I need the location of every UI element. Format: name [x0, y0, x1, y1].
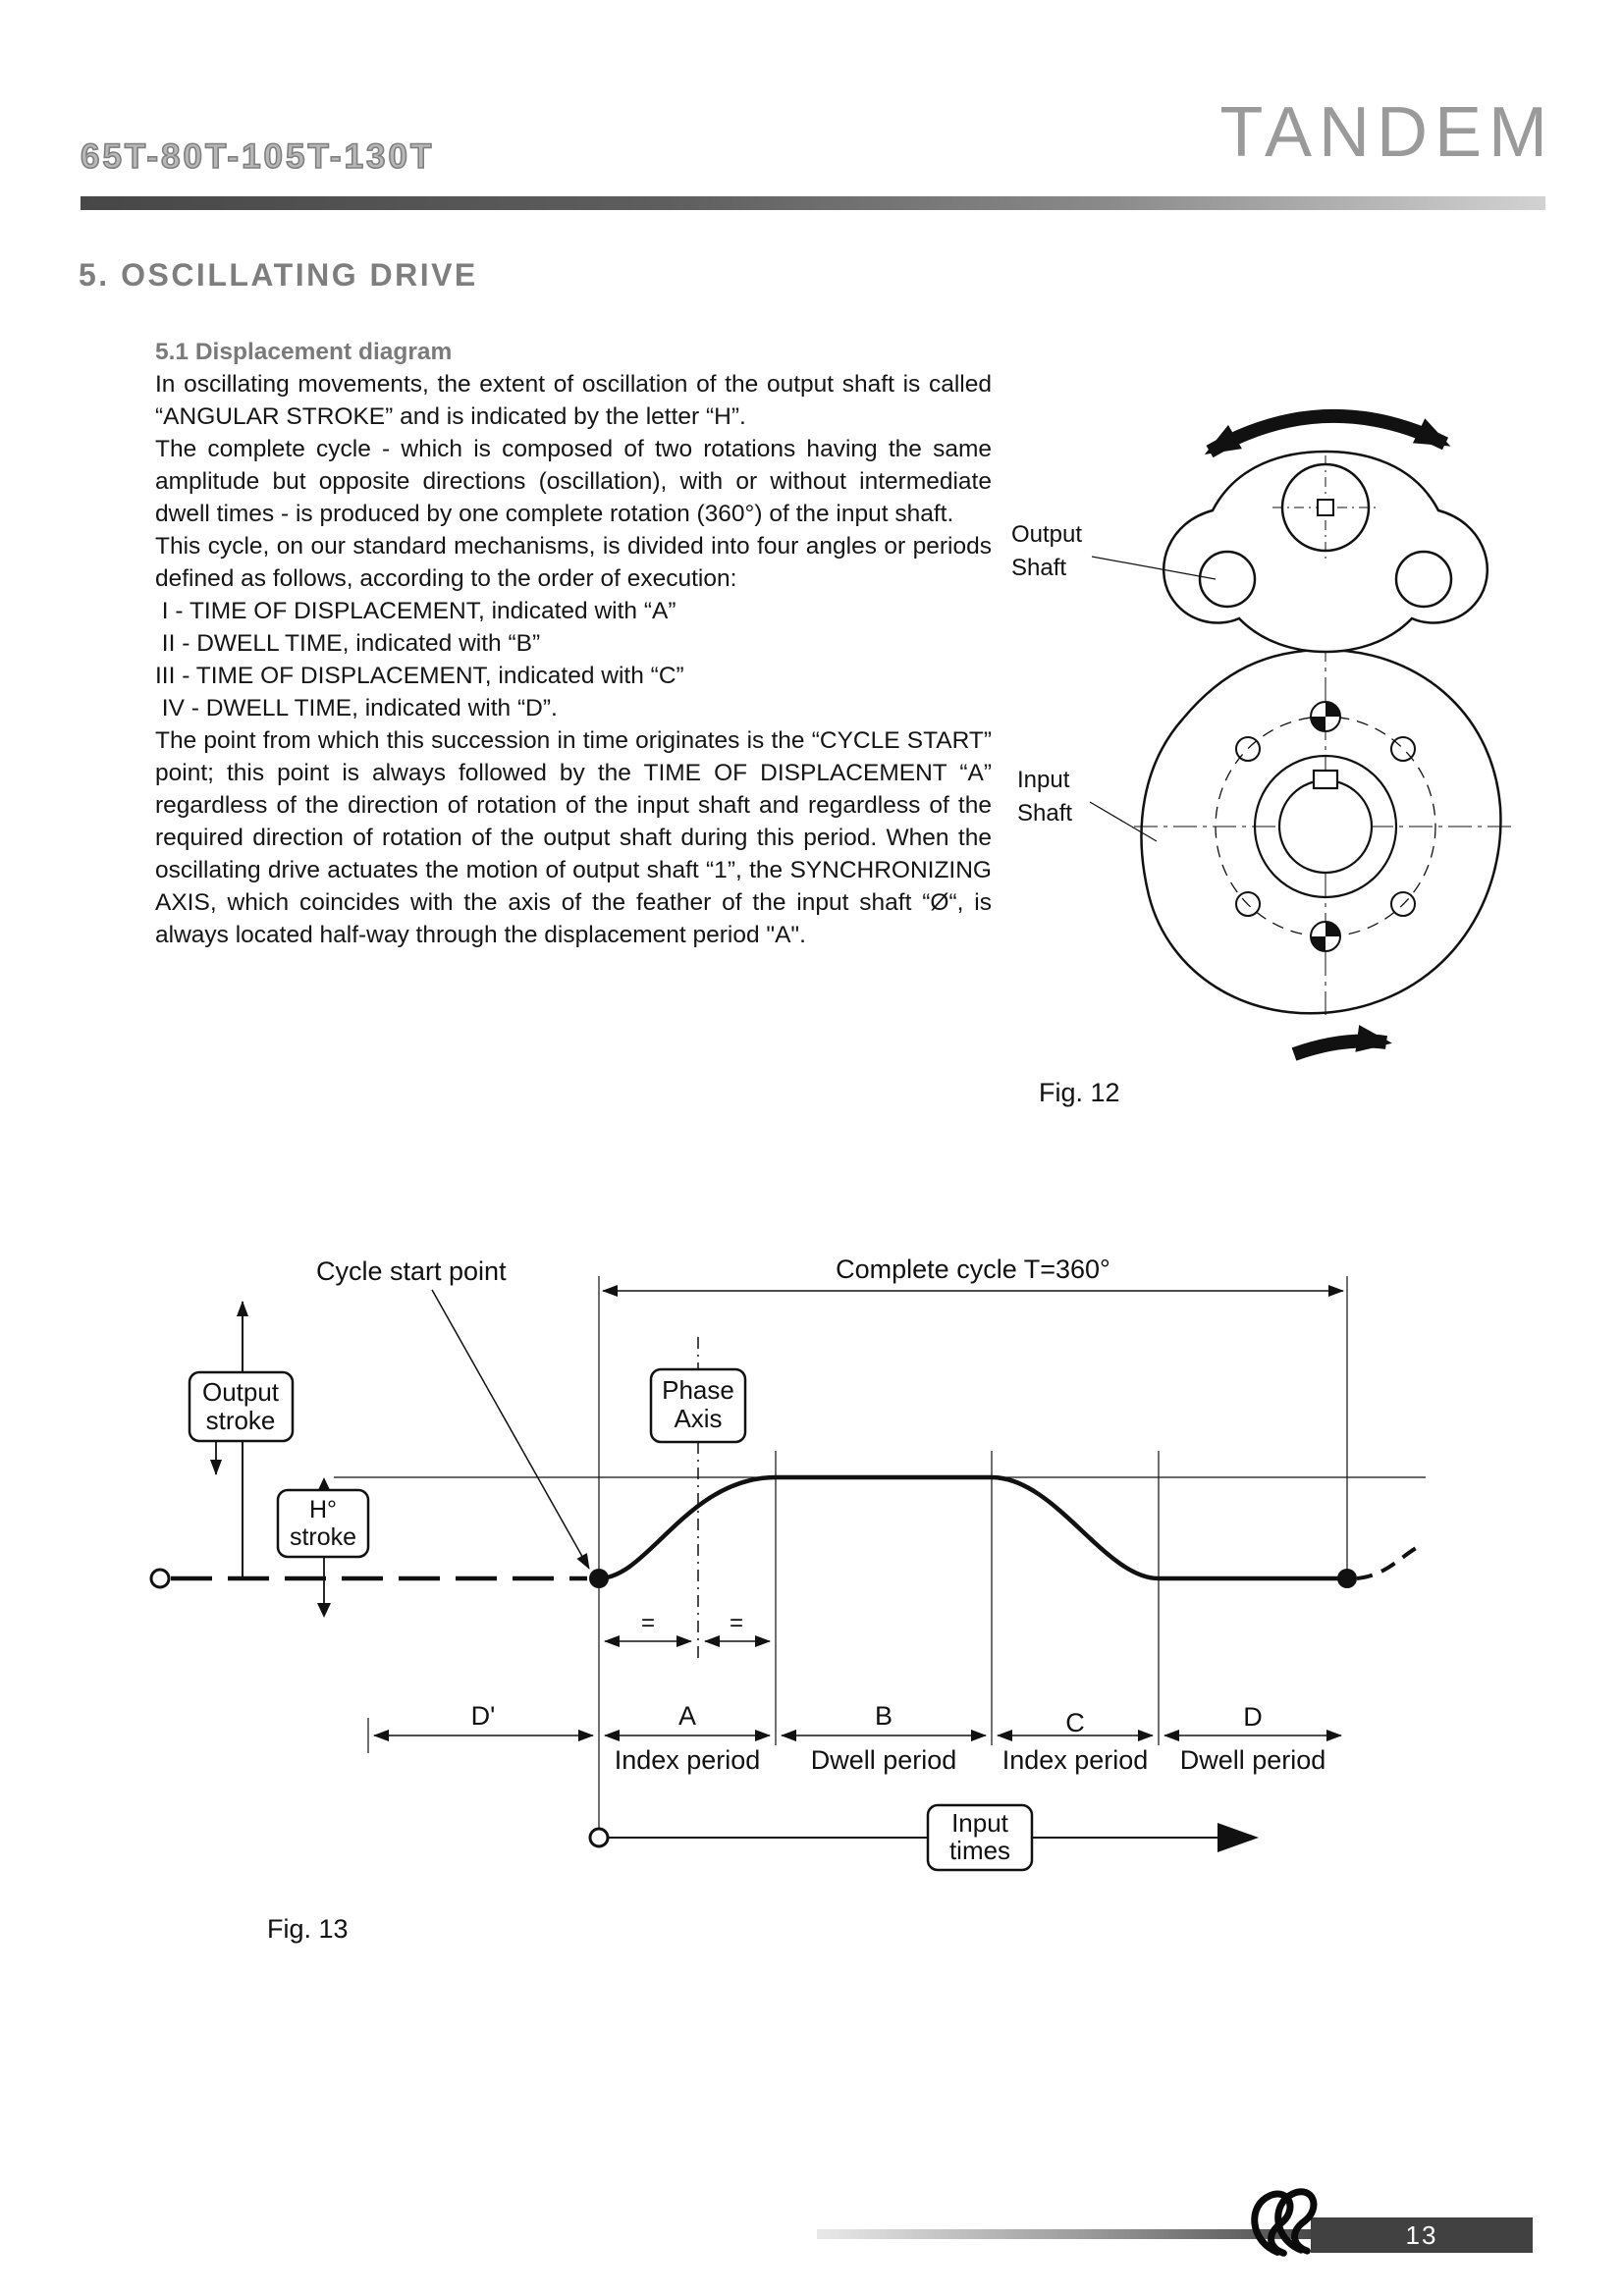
input-times-label-line2: times: [949, 1836, 1010, 1865]
equal-sign-right: =: [730, 1610, 743, 1636]
paragraph-4: The point from which this succession in …: [155, 727, 992, 948]
brand-logo-text: TANDEM: [1219, 93, 1554, 172]
page-number-badge: 13: [1311, 2217, 1533, 2253]
h-stroke-box: [276, 1488, 370, 1559]
input-rotation-arrow-icon: [1291, 1025, 1392, 1061]
phase-axis-box: [649, 1367, 747, 1444]
output-shaft-leader-line: [1091, 556, 1217, 580]
fig12-caption: Fig. 12: [1039, 1078, 1120, 1107]
page-number: 13: [1405, 2219, 1438, 2250]
list-item-1: I - TIME OF DISPLACEMENT, indicated with…: [155, 598, 676, 624]
list-item-3: III - TIME OF DISPLACEMENT, indicated wi…: [155, 663, 684, 689]
baseline-origin-circle: [149, 1568, 171, 1589]
phase-axis-label-line1: Phase: [662, 1375, 734, 1405]
period-letter-d: D: [1243, 1702, 1263, 1732]
period-sub-a: Index period: [615, 1745, 761, 1775]
next-cycle-dashed-curve: [1356, 1545, 1419, 1580]
equal-sign-left: =: [641, 1610, 655, 1636]
input-times-arrowhead: [1217, 1823, 1259, 1852]
output-shaft-label: Output Shaft: [1011, 518, 1082, 585]
period-sub-d: Dwell period: [1180, 1745, 1326, 1775]
period-letter-a: A: [678, 1701, 696, 1731]
body-text-column: 5.1 Displacement diagram In oscillating …: [155, 336, 992, 951]
footer-gradient-bar: [817, 2229, 1311, 2239]
subsection-title: 5.1 Displacement diagram: [155, 339, 453, 365]
input-shaft-label: Input Shaft: [1017, 764, 1072, 830]
period-letter-c: C: [1065, 1708, 1085, 1737]
output-stroke-label-line2: stroke: [206, 1406, 276, 1435]
output-shaft-label-line1: Output: [1011, 521, 1083, 548]
fig13-caption: Fig. 13: [267, 1914, 349, 1944]
input-axis-origin-circle: [588, 1827, 610, 1848]
output-shaft-label-line2: Shaft: [1011, 555, 1067, 581]
phase-axis-label-line2: Axis: [674, 1404, 722, 1433]
period-sub-c: Index period: [1002, 1745, 1149, 1775]
h-stroke-arrowhead-down: [317, 1603, 331, 1618]
cycle-start-leader-line: [431, 1289, 590, 1570]
model-range-title: 65T-80T-105T-130T: [80, 136, 435, 177]
cycle-end-point: [1337, 1569, 1357, 1588]
input-shaft-label-line2: Shaft: [1017, 800, 1073, 827]
output-lever-drawing: [1162, 450, 1489, 654]
output-stroke-box: [188, 1370, 295, 1443]
h-stroke-label-line1: H°: [309, 1496, 337, 1523]
oscillation-arrow-icon: [1204, 408, 1451, 458]
input-cam-drawing: [1134, 638, 1517, 1021]
period-letter-dprime: D': [471, 1701, 496, 1731]
period-sub-b: Dwell period: [811, 1745, 957, 1775]
brand-mark-logo: [1251, 2188, 1318, 2257]
paragraph-2: The complete cycle - which is composed o…: [155, 436, 992, 527]
datum-symbol-bottom: [1310, 921, 1341, 952]
datum-symbol-top: [1310, 701, 1341, 732]
fig12-drive-drawing: [1089, 408, 1517, 1061]
header-rule: [81, 196, 1545, 210]
paragraph-1: In oscillating movements, the extent of …: [155, 371, 992, 430]
fig13-displacement-diagram: Cycle start point Complete cycle T=360° …: [149, 1255, 1426, 1872]
input-shaft-leader-line: [1089, 801, 1158, 842]
period-letter-b: B: [875, 1701, 893, 1731]
output-stroke-label-line1: Output: [202, 1377, 280, 1407]
input-times-label-line1: Input: [951, 1808, 1009, 1838]
h-stroke-label-line2: stroke: [290, 1523, 356, 1551]
list-item-4: IV - DWELL TIME, indicated with “D”.: [155, 695, 558, 721]
input-shaft-label-line1: Input: [1017, 767, 1070, 793]
section-title: 5. OSCILLATING DRIVE: [79, 257, 478, 293]
list-item-2: II - DWELL TIME, indicated with “B”: [155, 630, 541, 657]
input-times-box: [926, 1803, 1034, 1872]
paragraph-3: This cycle, on our standard mechanisms, …: [155, 533, 992, 592]
displacement-curve: [598, 1474, 1347, 1581]
complete-cycle-label: Complete cycle T=360°: [836, 1255, 1110, 1284]
h-stroke-arrowhead-up: [317, 1477, 331, 1492]
cycle-start-label: Cycle start point: [316, 1256, 507, 1286]
